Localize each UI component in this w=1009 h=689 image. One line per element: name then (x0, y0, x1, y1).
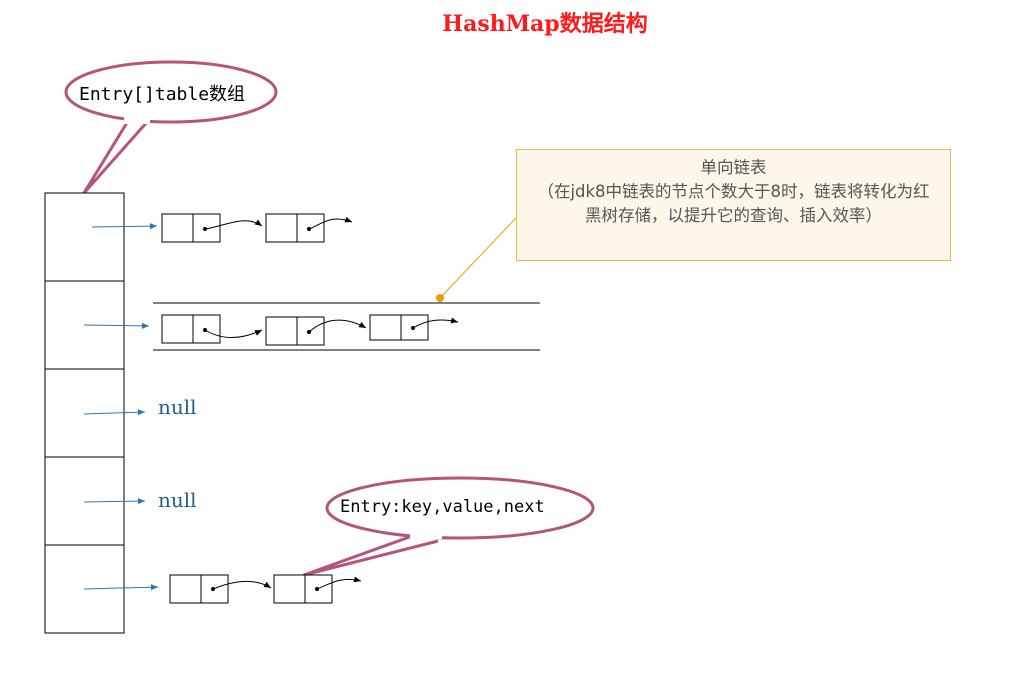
bucket-3 (44, 456, 125, 546)
bucket-arrow-3 (83, 498, 146, 505)
leader-dot (436, 294, 444, 302)
entry-node (161, 213, 263, 243)
entry-node (369, 314, 459, 341)
bucket-0 (44, 192, 125, 282)
bucket-arrows (83, 223, 159, 591)
entry-node (161, 314, 263, 344)
note-title: 单向链表 (700, 158, 767, 177)
table-bubble (64, 60, 278, 195)
table-bubble-label: Entry[]table数组 (79, 84, 246, 105)
entry-node (169, 574, 272, 604)
entry-bubble-label: Entry:key,value,next (340, 497, 545, 517)
null-label-bucket-3: null (158, 488, 197, 512)
note-body: （在jdk8中链表的节点个数大于8时，链表将转化为红黑树存储，以提升它的查询、插… (537, 182, 930, 225)
linked-list-highlight (153, 302, 540, 351)
entry-bubble (302, 476, 595, 577)
entry-node (265, 213, 353, 243)
entry-node (265, 316, 367, 346)
bucket-arrow-4 (83, 584, 159, 591)
note-leader (436, 217, 517, 302)
page-title: HashMap数据结构 (442, 11, 648, 37)
bucket-arrow-2 (83, 409, 146, 416)
linked-list-note: 单向链表 （在jdk8中链表的节点个数大于8时，链表将转化为红黑树存储，以提升它… (516, 149, 951, 261)
bucket-arrow-1 (83, 322, 150, 329)
chain-0 (161, 213, 353, 243)
entry-node (273, 574, 362, 604)
null-label-bucket-2: null (158, 395, 197, 419)
bucket-arrow-0 (91, 223, 158, 230)
chain-1 (161, 314, 459, 346)
chain-4 (169, 574, 362, 604)
